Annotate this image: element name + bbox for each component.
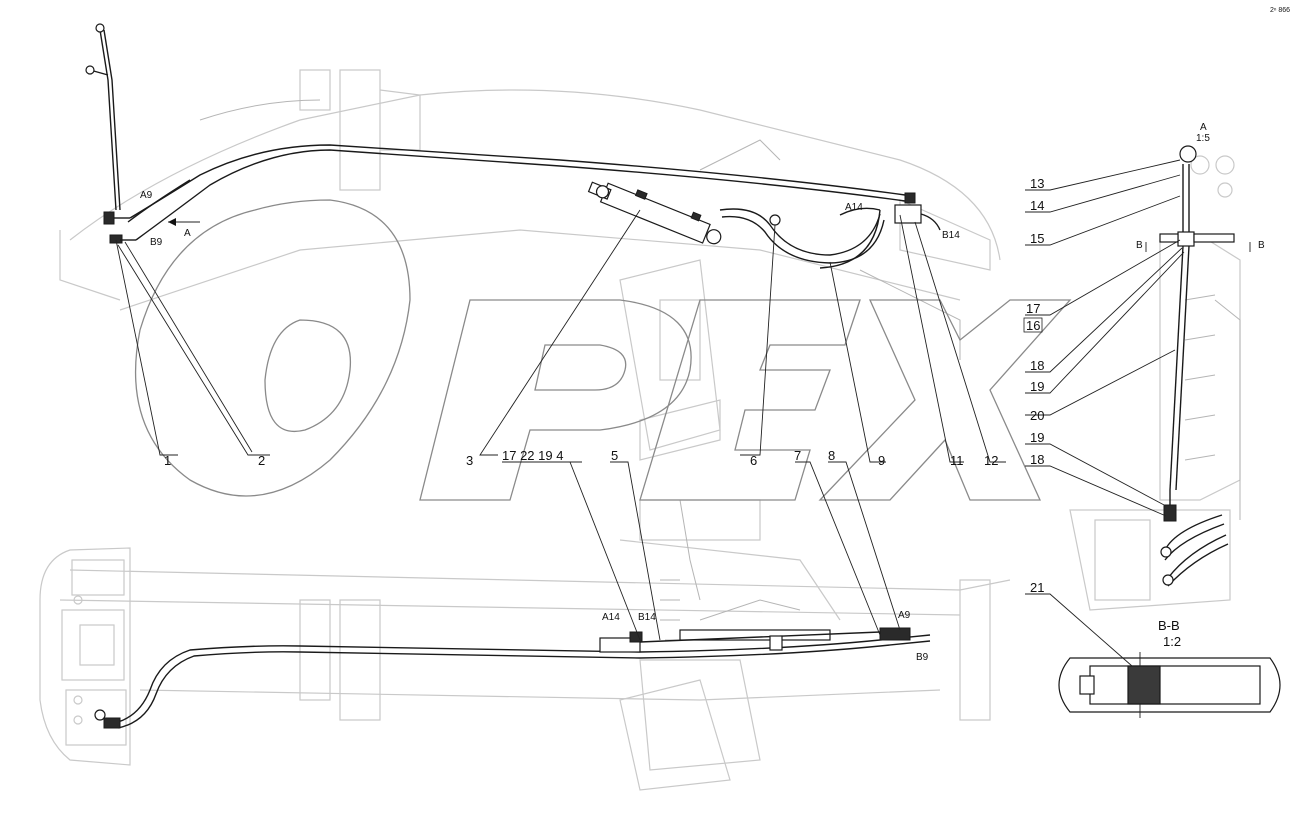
callout-13: 13 — [1030, 176, 1044, 191]
callout-9: 9 — [878, 453, 885, 468]
section-bb-title: B-B — [1158, 618, 1180, 633]
section-b-right: B — [1258, 240, 1265, 251]
callout-16: 16 — [1026, 318, 1040, 333]
label-a9-bottom: A9 — [898, 610, 911, 621]
watermark-logo — [134, 199, 1072, 501]
section-b-left: B — [1136, 240, 1143, 251]
callout-17: 17 — [1026, 301, 1040, 316]
label-a9-top: A9 — [140, 190, 153, 201]
corner-code: 2ⁿ 866 — [1270, 7, 1290, 14]
callout-21: 21 — [1030, 580, 1044, 595]
label-a14-top: A14 — [845, 202, 863, 213]
view-a-title: A — [1200, 122, 1207, 133]
view-a-detail — [1145, 145, 1251, 587]
label-b9-bottom: B9 — [916, 652, 929, 663]
label-b9-top: B9 — [150, 237, 163, 248]
callout-6: 6 — [750, 453, 757, 468]
callout-18: 18 — [1030, 358, 1044, 373]
callout-1: 1 — [164, 453, 171, 468]
label-b14-bottom: B14 — [638, 612, 656, 623]
callout-11: 11 — [950, 453, 964, 468]
callout-14: 14 — [1030, 198, 1044, 213]
label-b14-top: B14 — [942, 230, 960, 241]
callout-18-lower: 18 — [1030, 452, 1044, 467]
callout-19-lower: 19 — [1030, 430, 1044, 445]
lower-hose-assembly — [94, 627, 931, 729]
callout-20: 20 — [1030, 408, 1044, 423]
section-b-b — [1058, 652, 1281, 718]
label-a14-bottom: A14 — [602, 612, 620, 623]
section-bb-scale: 1:2 — [1163, 634, 1181, 649]
view-labels: A 1:5 B B B-B 1:2 2ⁿ 866 — [1136, 7, 1290, 649]
leader-lines — [115, 159, 1185, 667]
callout-19: 19 — [1030, 379, 1044, 394]
callout-numbers: 1 2 3 17 22 19 4 5 6 7 8 9 11 12 13 14 1… — [164, 176, 1044, 595]
label-a-arrow: A — [184, 228, 191, 239]
callout-12: 12 — [984, 453, 998, 468]
connector-labels: A9 B9 A A14 B14 A14 B14 A9 B9 — [140, 190, 960, 663]
callout-5: 5 — [611, 448, 618, 463]
callout-15: 15 — [1030, 231, 1044, 246]
callout-8: 8 — [828, 448, 835, 463]
callout-7: 7 — [794, 448, 801, 463]
upper-hose-assembly — [85, 23, 941, 269]
callout-3: 3 — [466, 453, 473, 468]
callout-4-group: 17 22 19 4 — [502, 448, 563, 463]
callout-2: 2 — [258, 453, 265, 468]
view-a-scale: 1:5 — [1196, 133, 1210, 144]
